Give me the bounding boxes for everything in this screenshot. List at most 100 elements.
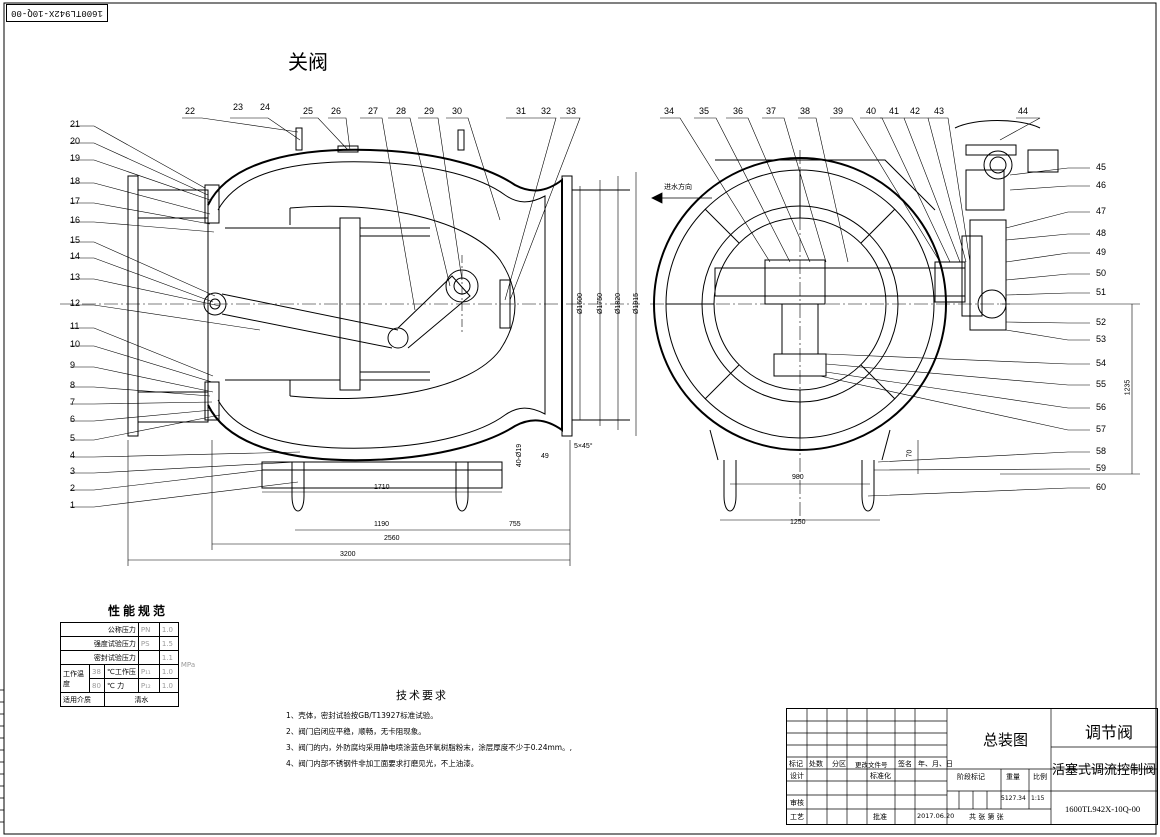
balloon-14: 14 <box>70 251 81 261</box>
dim-1190: 1190 <box>374 521 390 528</box>
balloon-16: 16 <box>70 215 81 225</box>
balloon-53: 53 <box>1096 334 1107 344</box>
tb-sheets: 共 张 第 张 <box>969 813 1004 821</box>
balloon-39: 39 <box>833 106 844 116</box>
balloon-33: 33 <box>566 106 577 116</box>
end-section-view <box>650 120 1059 520</box>
dim-1710: 1710 <box>374 484 390 491</box>
tb-stage: 阶段标记 <box>957 773 985 781</box>
tb-mark: 标记 <box>789 760 803 768</box>
balloon-25: 25 <box>303 106 314 116</box>
balloon-6: 6 <box>70 414 76 424</box>
dim-d1600: Ø1600 <box>577 292 585 315</box>
dim-755: 755 <box>509 521 521 528</box>
spec-label: 密封试验压力 <box>60 650 139 665</box>
balloon-9: 9 <box>70 360 76 370</box>
balloon-47: 47 <box>1096 206 1107 216</box>
balloon-57: 57 <box>1096 424 1107 434</box>
balloon-8: 8 <box>70 380 76 390</box>
spec-unit: MPa <box>180 660 196 669</box>
end-view-dimension-lines <box>720 303 1140 521</box>
balloon-24: 24 <box>260 102 271 112</box>
dim-980: 980 <box>792 474 804 481</box>
balloon-59: 59 <box>1096 463 1107 473</box>
title-block: 标记 处数 分区 更改文件号 签名 年、月、日 设计 标准化 审核 工艺 批准 … <box>786 708 1158 825</box>
balloon-40: 40 <box>866 106 877 116</box>
dim-1235: 1235 <box>1124 379 1132 396</box>
balloon-29: 29 <box>424 106 435 116</box>
tb-date: 2017.06.20 <box>917 812 955 820</box>
spec-work-temp: 80 <box>89 678 105 693</box>
balloon-46: 46 <box>1096 180 1107 190</box>
tb-scale-value: 1:15 <box>1031 795 1045 802</box>
tb-drawing-number: 1600TL942X-10Q-00 <box>1065 804 1141 814</box>
tb-date-label: 年、月、日 <box>918 760 953 768</box>
balloon-23: 23 <box>233 102 244 112</box>
performance-spec: 性能规范 公称压力 PN 1.0 MPa 强度试验压力 PS 1.5 密封试验压… <box>60 602 198 707</box>
balloon-52: 52 <box>1096 317 1107 327</box>
tb-standard: 标准化 <box>870 772 891 780</box>
spec-medium-value: 清水 <box>104 692 179 707</box>
balloon-42: 42 <box>910 106 921 116</box>
balloon-43: 43 <box>934 106 945 116</box>
balloon-38: 38 <box>800 106 811 116</box>
table-row: 适用介质 清水 <box>60 692 198 707</box>
balloon-3: 3 <box>70 466 76 476</box>
balloon-30: 30 <box>452 106 463 116</box>
tb-drawing-name: 总装图 <box>983 731 1029 749</box>
tb-design: 设计 <box>790 772 804 780</box>
spec-work-temp: 38 <box>89 664 105 679</box>
dim-d1750: Ø1750 <box>597 292 605 315</box>
spec-value: 1.5 <box>158 636 179 651</box>
spec-symbol: PN <box>137 622 160 637</box>
balloon-34: 34 <box>664 106 675 116</box>
spec-work-val: 1.0 <box>158 664 179 679</box>
balloon-18: 18 <box>70 176 81 186</box>
balloon-4: 4 <box>70 450 76 460</box>
dim-70: 70 <box>906 449 914 458</box>
balloon-31: 31 <box>516 106 527 116</box>
tb-change-doc: 更改文件号 <box>855 761 888 769</box>
balloon-58: 58 <box>1096 446 1107 456</box>
tb-product-name: 活塞式调流控制阀 <box>1052 763 1157 778</box>
balloon-45: 45 <box>1096 162 1107 172</box>
spec-label: 强度试验压力 <box>60 636 139 651</box>
spec-work-label: 工作温度 <box>60 664 90 693</box>
tb-process: 工艺 <box>790 813 804 821</box>
balloon-2: 2 <box>70 483 76 493</box>
balloon-36: 36 <box>733 106 744 116</box>
spec-label: 公称压力 <box>60 622 139 637</box>
balloon-35: 35 <box>699 106 710 116</box>
table-row: 强度试验压力 PS 1.5 <box>60 636 198 651</box>
balloon-48: 48 <box>1096 228 1107 238</box>
spec-value: 1.1 <box>158 650 179 665</box>
technical-requirements: 技术要求 1、壳体，密封试验按GB/T13927标准试验。 2、阀门启闭应平稳，… <box>286 688 572 772</box>
balloon-26: 26 <box>331 106 342 116</box>
spec-symbol <box>137 650 160 665</box>
spec-title: 性能规范 <box>108 604 169 618</box>
balloon-55: 55 <box>1096 379 1107 389</box>
balloon-19: 19 <box>70 153 81 163</box>
table-row: 密封试验压力 1.1 <box>60 650 198 665</box>
dim-chamfer: 5×45° <box>574 443 593 450</box>
tb-weight-value: 5127.34 <box>1001 795 1026 802</box>
tb-zone: 分区 <box>832 760 846 768</box>
drawing-frame <box>3 2 1157 835</box>
title-block-grid <box>787 709 1157 824</box>
balloon-7: 7 <box>70 397 76 407</box>
requirement-item: 3、阀门的内，外防腐均采用静电喷涂蓝色环氧树脂粉末，涂层厚度不少于0.24mm。… <box>286 743 572 752</box>
balloon-51: 51 <box>1096 287 1107 297</box>
tb-scale: 比例 <box>1033 773 1047 781</box>
balloon-12: 12 <box>70 298 81 308</box>
spec-work-mid: ℃ 力 <box>104 678 139 693</box>
balloon-17: 17 <box>70 196 81 206</box>
balloon-37: 37 <box>766 106 777 116</box>
spec-unit-cell: MPa <box>177 622 198 707</box>
balloon-5: 5 <box>70 433 76 443</box>
dim-d1820: Ø1820 <box>615 292 623 315</box>
tb-approve: 批准 <box>873 813 887 821</box>
balloon-22: 22 <box>185 106 196 116</box>
requirement-item: 2、阀门启闭应平稳，顺畅，无卡阻现象。 <box>286 727 426 736</box>
spec-work-mid: ℃工作压 <box>104 664 139 679</box>
